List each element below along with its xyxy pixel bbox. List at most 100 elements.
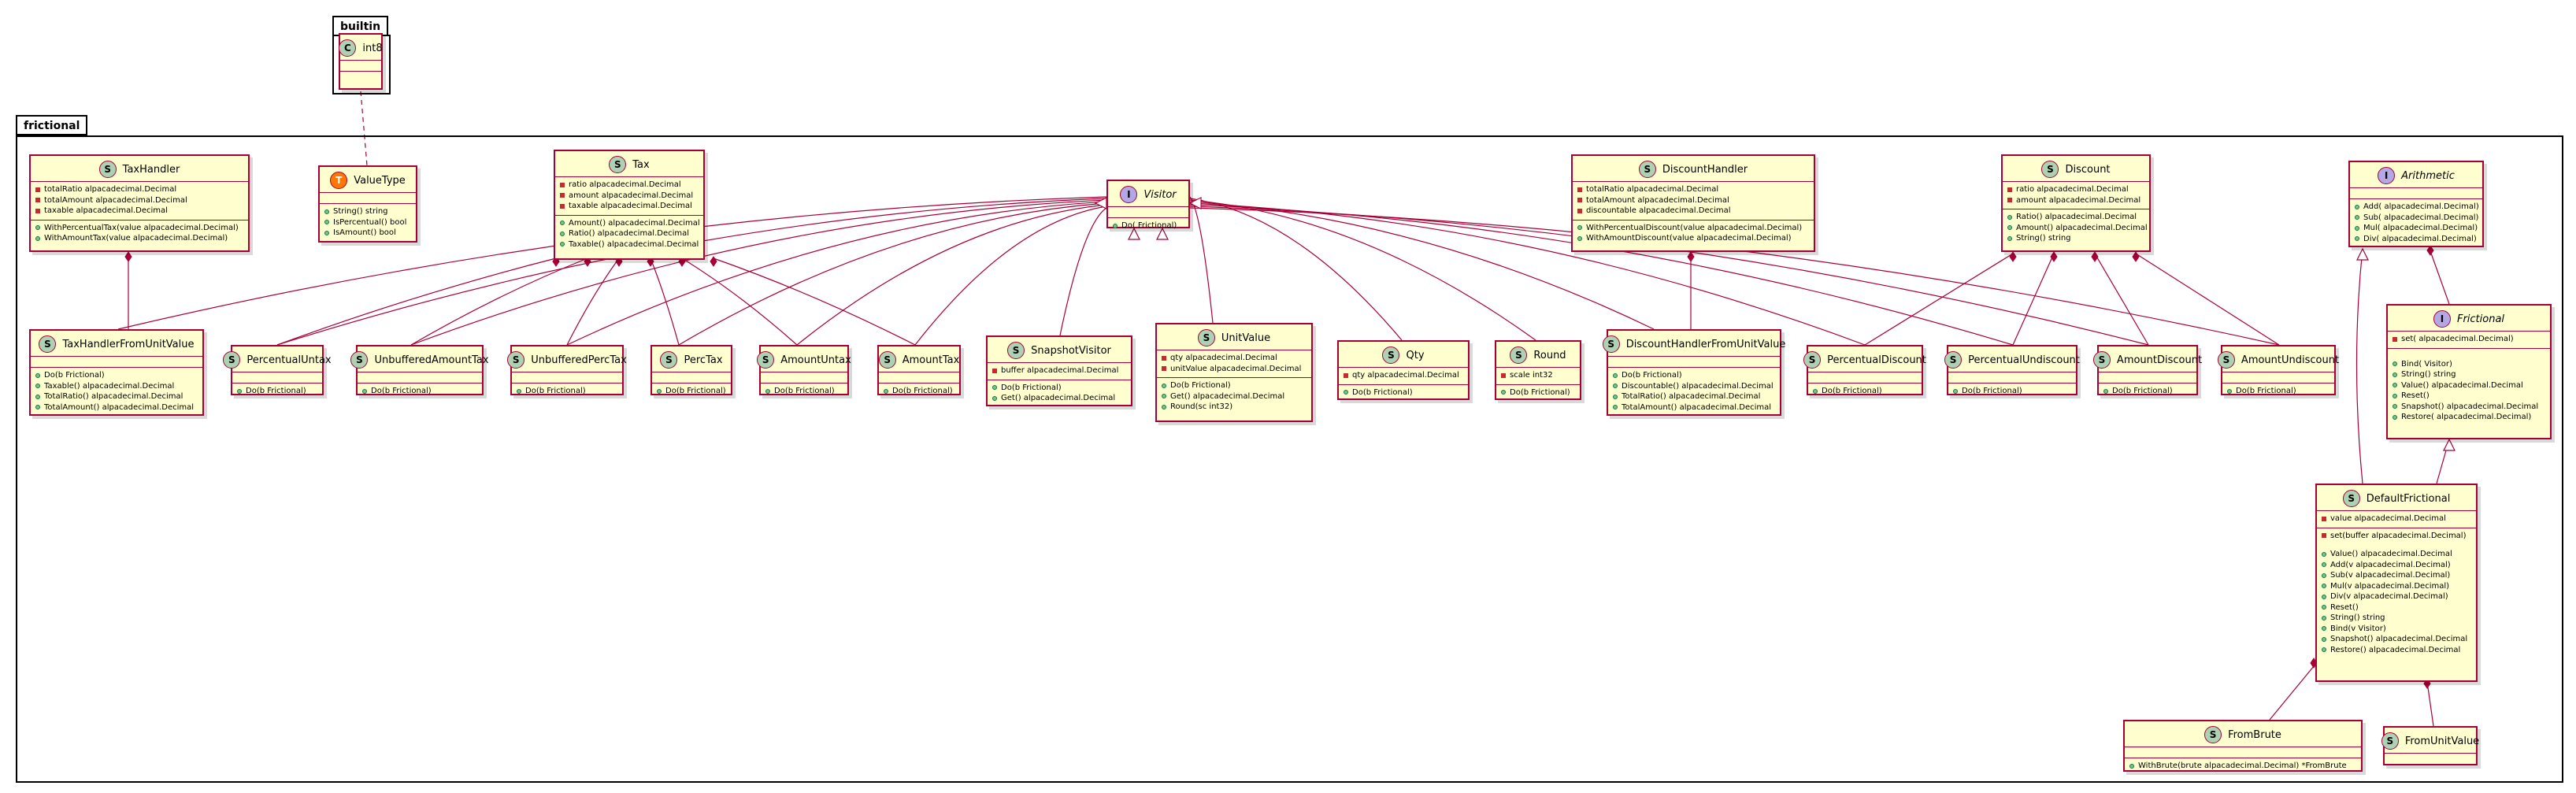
- public-visibility-icon: [657, 388, 662, 394]
- composition-edge: [566, 258, 620, 346]
- method-row: Restore( alpacadecimal.Decimal): [2393, 412, 2545, 423]
- method-row: Taxable() alpacadecimal.Decimal: [35, 381, 198, 392]
- member-text: WithPercentualDiscount(value alpacadecim…: [1586, 223, 1803, 232]
- member-text: ratio alpacadecimal.Decimal: [2016, 185, 2129, 194]
- method-row: TotalAmount() alpacadecimal.Decimal: [35, 402, 198, 413]
- dependency-edge: [360, 91, 368, 166]
- field-row: totalAmount alpacadecimal.Decimal: [1577, 195, 1809, 206]
- composition-diamond: [710, 256, 717, 267]
- class-name: ValueType: [354, 174, 406, 187]
- method-row: Div( alpacadecimal.Decimal): [2355, 234, 2478, 245]
- method-row: TotalRatio() alpacadecimal.Decimal: [35, 391, 198, 402]
- method-row: Round(sc int32): [1162, 402, 1307, 413]
- private-visibility-icon: [35, 208, 40, 213]
- composition-edge: [2135, 253, 2280, 346]
- struct-spot-icon: S: [1510, 346, 1528, 364]
- member-text: Get() alpacadecimal.Decimal: [1170, 391, 1285, 401]
- public-visibility-icon: [1813, 388, 1818, 394]
- struct-spot-icon: S: [757, 351, 775, 369]
- private-visibility-icon: [1162, 355, 1166, 361]
- public-visibility-icon: [2322, 551, 2326, 557]
- package-frictional-tab: frictional: [16, 115, 88, 135]
- fields-section: [879, 372, 959, 383]
- composition-diamond: [2426, 245, 2434, 256]
- class-name: PercentualDiscount: [1827, 354, 1926, 366]
- struct-spot-icon: S: [1944, 351, 1963, 369]
- field-row: qty alpacadecimal.Decimal: [1344, 370, 1463, 381]
- class-name: AmountTax: [902, 354, 960, 366]
- composition-edge: [1864, 253, 2014, 346]
- fields-section: [2222, 372, 2334, 383]
- fields-section: buffer alpacadecimal.Decimal: [988, 362, 1131, 380]
- member-text: qty alpacadecimal.Decimal: [1170, 354, 1277, 362]
- struct-spot-icon: S: [98, 161, 117, 178]
- member-text: Ratio() alpacadecimal.Decimal: [2016, 213, 2137, 221]
- field-row: totalAmount alpacadecimal.Decimal: [35, 195, 243, 206]
- fields-section: [358, 372, 482, 383]
- methods-section: Do(b Frictional)Taxable() alpacadecimal.…: [31, 367, 202, 416]
- public-visibility-icon: [2129, 763, 2134, 769]
- public-visibility-icon: [560, 242, 565, 247]
- member-text: Snapshot() alpacadecimal.Decimal: [2330, 635, 2468, 643]
- public-visibility-icon: [324, 209, 329, 214]
- public-visibility-icon: [1953, 388, 1958, 394]
- member-text: Do(b Frictional): [1510, 387, 1570, 397]
- struct-spot-icon: S: [2041, 161, 2059, 178]
- member-text: Do(b Frictional): [1001, 383, 1062, 392]
- public-visibility-icon: [35, 372, 40, 378]
- method-row: Mul(v alpacadecimal.Decimal): [2322, 581, 2471, 592]
- realization-edge: [796, 204, 1107, 346]
- field-row: buffer alpacadecimal.Decimal: [992, 365, 1126, 376]
- class-name: int8: [362, 42, 383, 54]
- class-name: FromUnitValue: [2404, 735, 2480, 747]
- methods-section: Do(b Frictional): [761, 383, 847, 400]
- method-row: Snapshot() alpacadecimal.Decimal: [2322, 634, 2471, 645]
- methods-section: WithBrute(brute alpacadecimal.Decimal) *…: [2125, 758, 2361, 775]
- struct-spot-icon: S: [609, 156, 627, 173]
- method-row: Discountable() alpacadecimal.Decimal: [1613, 381, 1775, 392]
- struct-spot-icon: S: [1638, 161, 1656, 178]
- class-spot-icon: C: [339, 39, 357, 57]
- member-text: Do(b Frictional): [1352, 387, 1413, 397]
- fields-section: [1108, 206, 1188, 217]
- public-visibility-icon: [2322, 626, 2326, 632]
- struct-spot-icon: S: [350, 351, 369, 369]
- method-row: Do(b Frictional): [1953, 386, 2071, 397]
- class-name: FromBrute: [2228, 728, 2281, 741]
- private-visibility-icon: [1344, 372, 1348, 378]
